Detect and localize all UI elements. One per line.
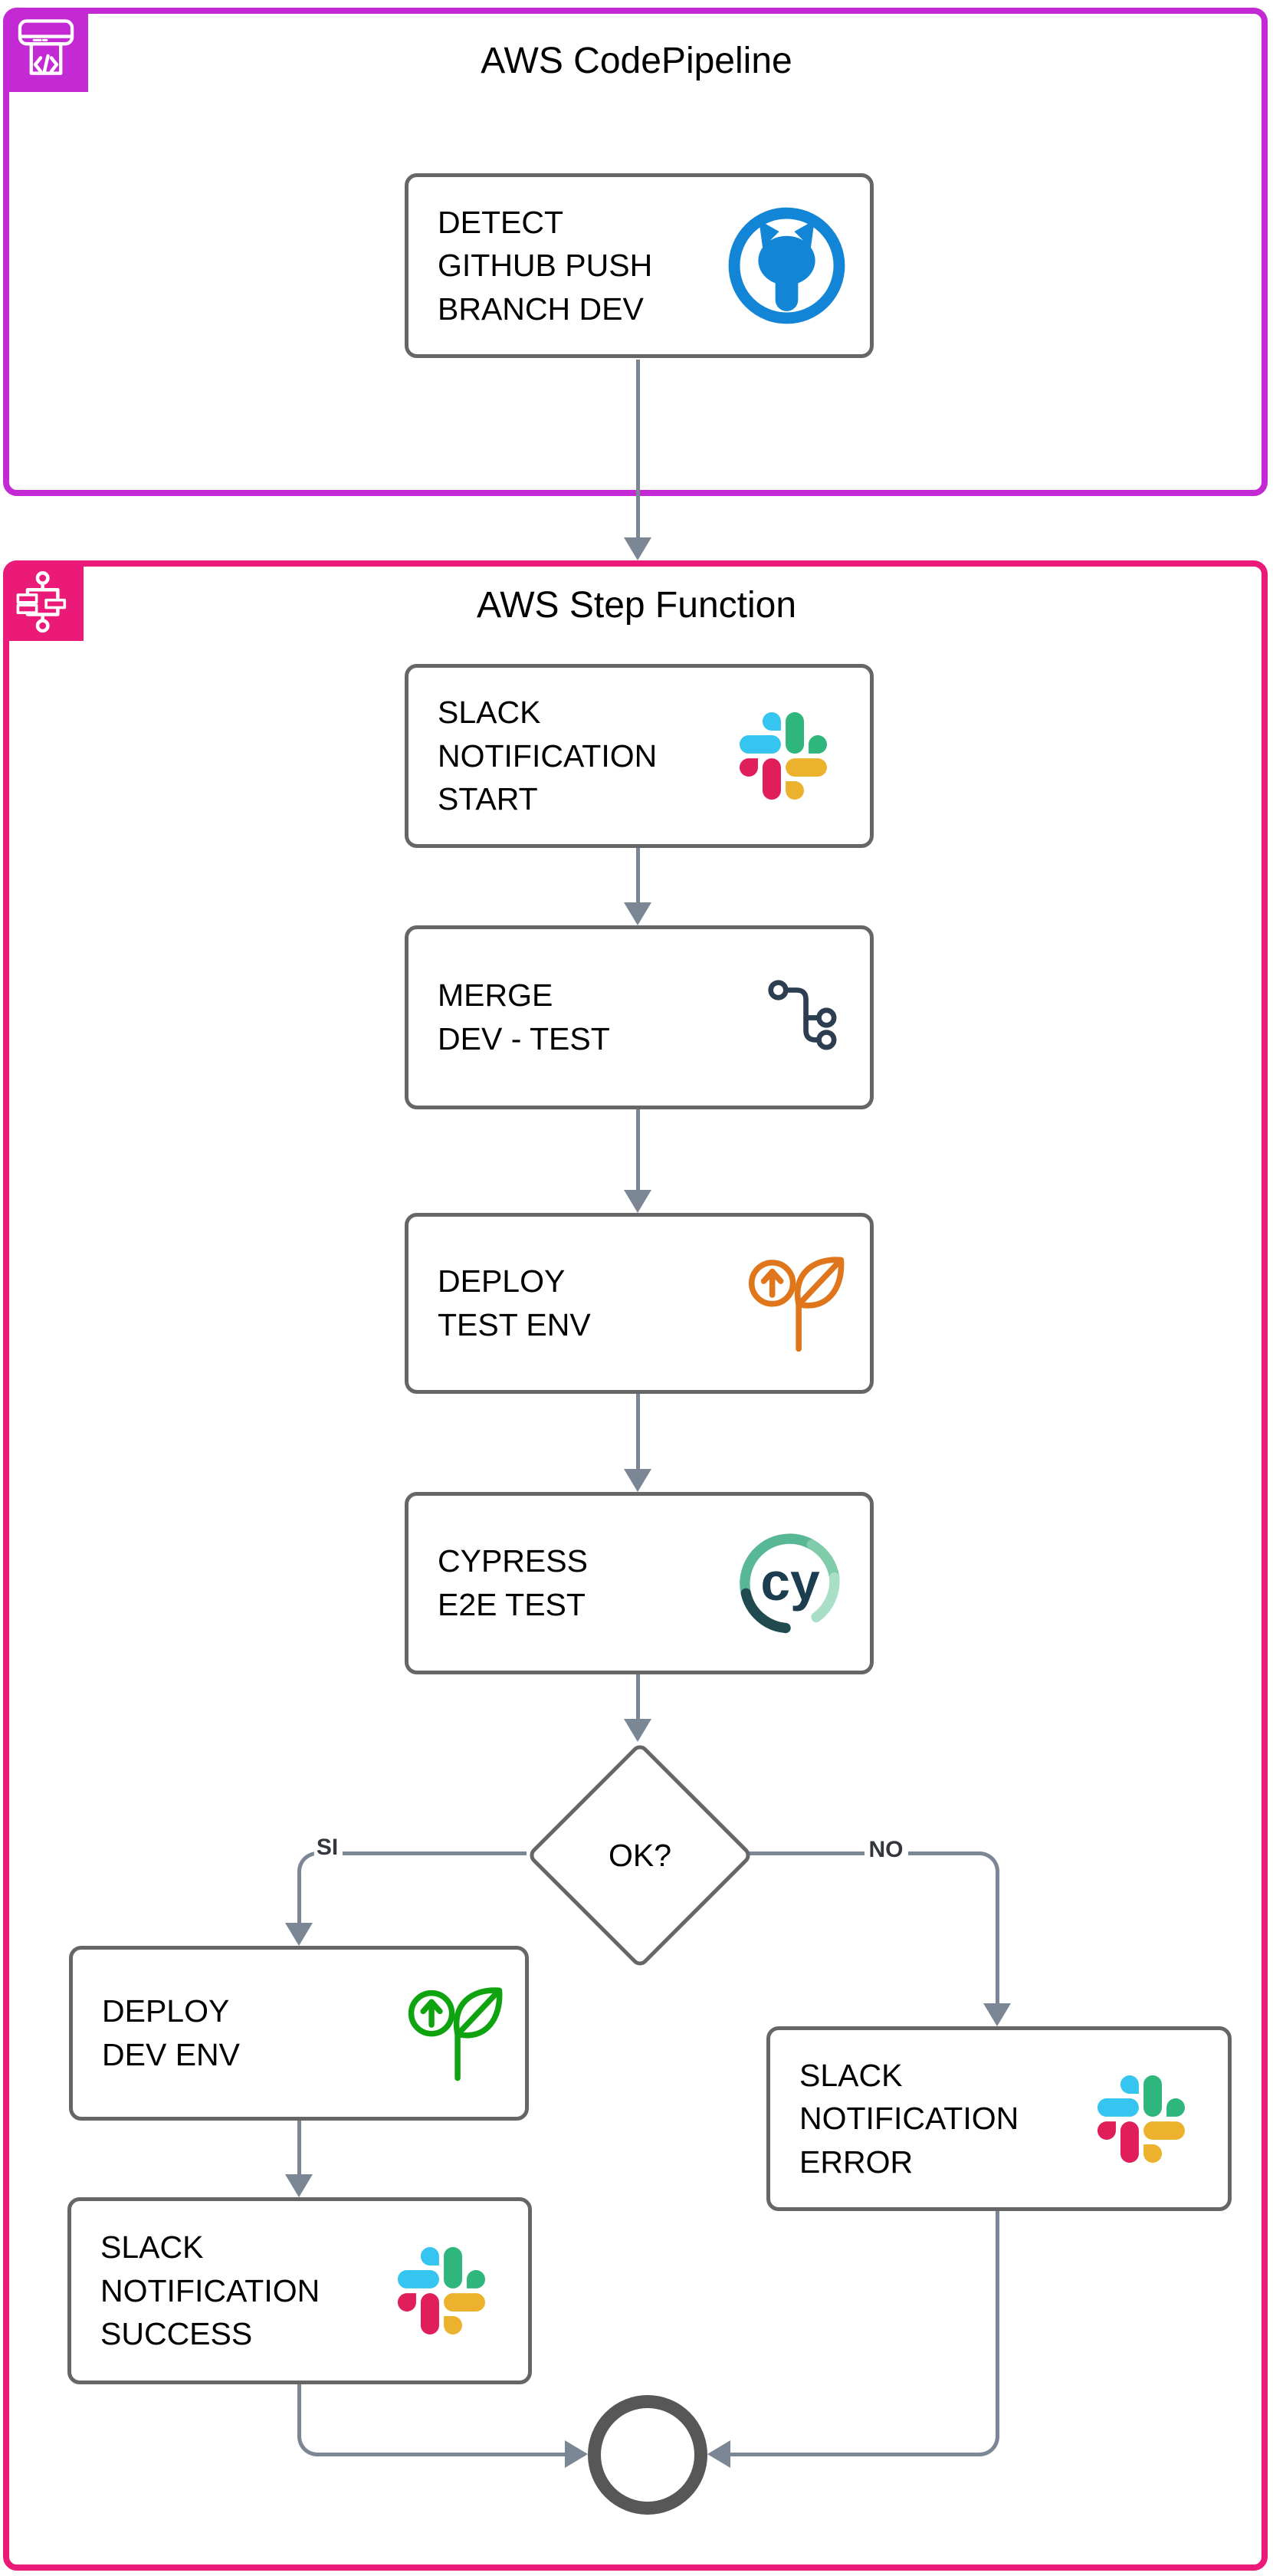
node-merge-dev-test: MERGE DEV - TEST — [405, 925, 874, 1109]
github-icon — [728, 207, 845, 324]
codepipeline-badge — [3, 8, 88, 92]
connector-no-vertical — [996, 1870, 999, 2005]
connector-cypress-to-decision — [636, 1673, 640, 1720]
arrowhead — [624, 902, 651, 925]
arrowhead — [285, 2174, 313, 2197]
arrowhead — [565, 2440, 588, 2468]
branch-label-no: NO — [866, 1837, 906, 1863]
node-deploy-dev-env: DEPLOY DEV ENV — [69, 1946, 529, 2121]
stepfunction-badge — [3, 560, 84, 641]
node-slack-notification-success: SLACK NOTIFICATION SUCCESS — [67, 2197, 532, 2384]
branch-label-si: SI — [313, 1835, 341, 1861]
node-detect-github-push: DETECT GITHUB PUSH BRANCH DEV — [405, 173, 874, 358]
connector-deploytest-to-cypress — [636, 1392, 640, 1470]
arrowhead — [624, 1190, 651, 1213]
node-label: SLACK NOTIFICATION ERROR — [799, 2057, 1019, 2180]
slack-icon — [1097, 2075, 1185, 2163]
arrowhead — [624, 537, 651, 560]
node-label: MERGE DEV - TEST — [438, 978, 610, 1056]
codepipeline-icon — [18, 19, 74, 75]
connector-error-horizontal — [730, 2453, 979, 2456]
connector-success-horizontal — [316, 2453, 565, 2456]
stepfunction-icon — [16, 570, 66, 632]
connector-no-horizontal-2 — [908, 1852, 979, 1855]
slack-icon — [398, 2247, 485, 2334]
deploy-sprout-icon — [748, 1257, 845, 1352]
decision-label: OK? — [608, 1837, 672, 1873]
arrowhead — [983, 2003, 1011, 2026]
node-slack-notification-start: SLACK NOTIFICATION START — [405, 664, 874, 848]
connector-slackerror-down — [996, 2211, 999, 2438]
node-label: CYPRESS E2E TEST — [438, 1543, 588, 1622]
git-merge-icon — [768, 979, 837, 1050]
node-label: DETECT GITHUB PUSH BRANCH DEV — [438, 204, 653, 327]
connector-slackstart-to-merge — [636, 846, 640, 903]
arrowhead — [285, 1923, 313, 1946]
slack-icon — [740, 712, 827, 800]
connector-si-vertical — [297, 1870, 301, 1924]
arrowhead — [707, 2440, 730, 2468]
codepipeline-title: AWS CodePipeline — [481, 41, 792, 81]
connector-si-corner — [297, 1852, 317, 1871]
node-slack-notification-error: SLACK NOTIFICATION ERROR — [766, 2026, 1232, 2211]
connector-github-to-stepfunction — [636, 360, 640, 539]
cypress-icon: cy — [740, 1533, 840, 1634]
svg-text:cy: cy — [760, 1552, 820, 1612]
connector-slacksuccess-down — [297, 2383, 301, 2438]
connector-deploydev-to-slacksuccess — [297, 2121, 301, 2176]
stepfunction-title: AWS Step Function — [476, 585, 797, 626]
connector-merge-to-deploytest — [636, 1108, 640, 1191]
arrowhead — [624, 1469, 651, 1492]
node-cypress-e2e-test: CYPRESS E2E TEST cy — [405, 1492, 874, 1674]
node-label: SLACK NOTIFICATION START — [438, 695, 658, 817]
node-label: SLACK NOTIFICATION SUCCESS — [100, 2229, 320, 2352]
end-state-circle — [588, 2395, 707, 2515]
node-deploy-test-env: DEPLOY TEST ENV — [405, 1213, 874, 1394]
connector-no-horizontal-1 — [749, 1852, 865, 1855]
node-label: DEPLOY DEV ENV — [102, 1993, 240, 2072]
connector-si-horizontal — [343, 1852, 527, 1855]
deploy-sprout-icon — [408, 1987, 503, 2082]
arrowhead — [624, 1719, 651, 1742]
node-label: DEPLOY TEST ENV — [438, 1263, 591, 1342]
